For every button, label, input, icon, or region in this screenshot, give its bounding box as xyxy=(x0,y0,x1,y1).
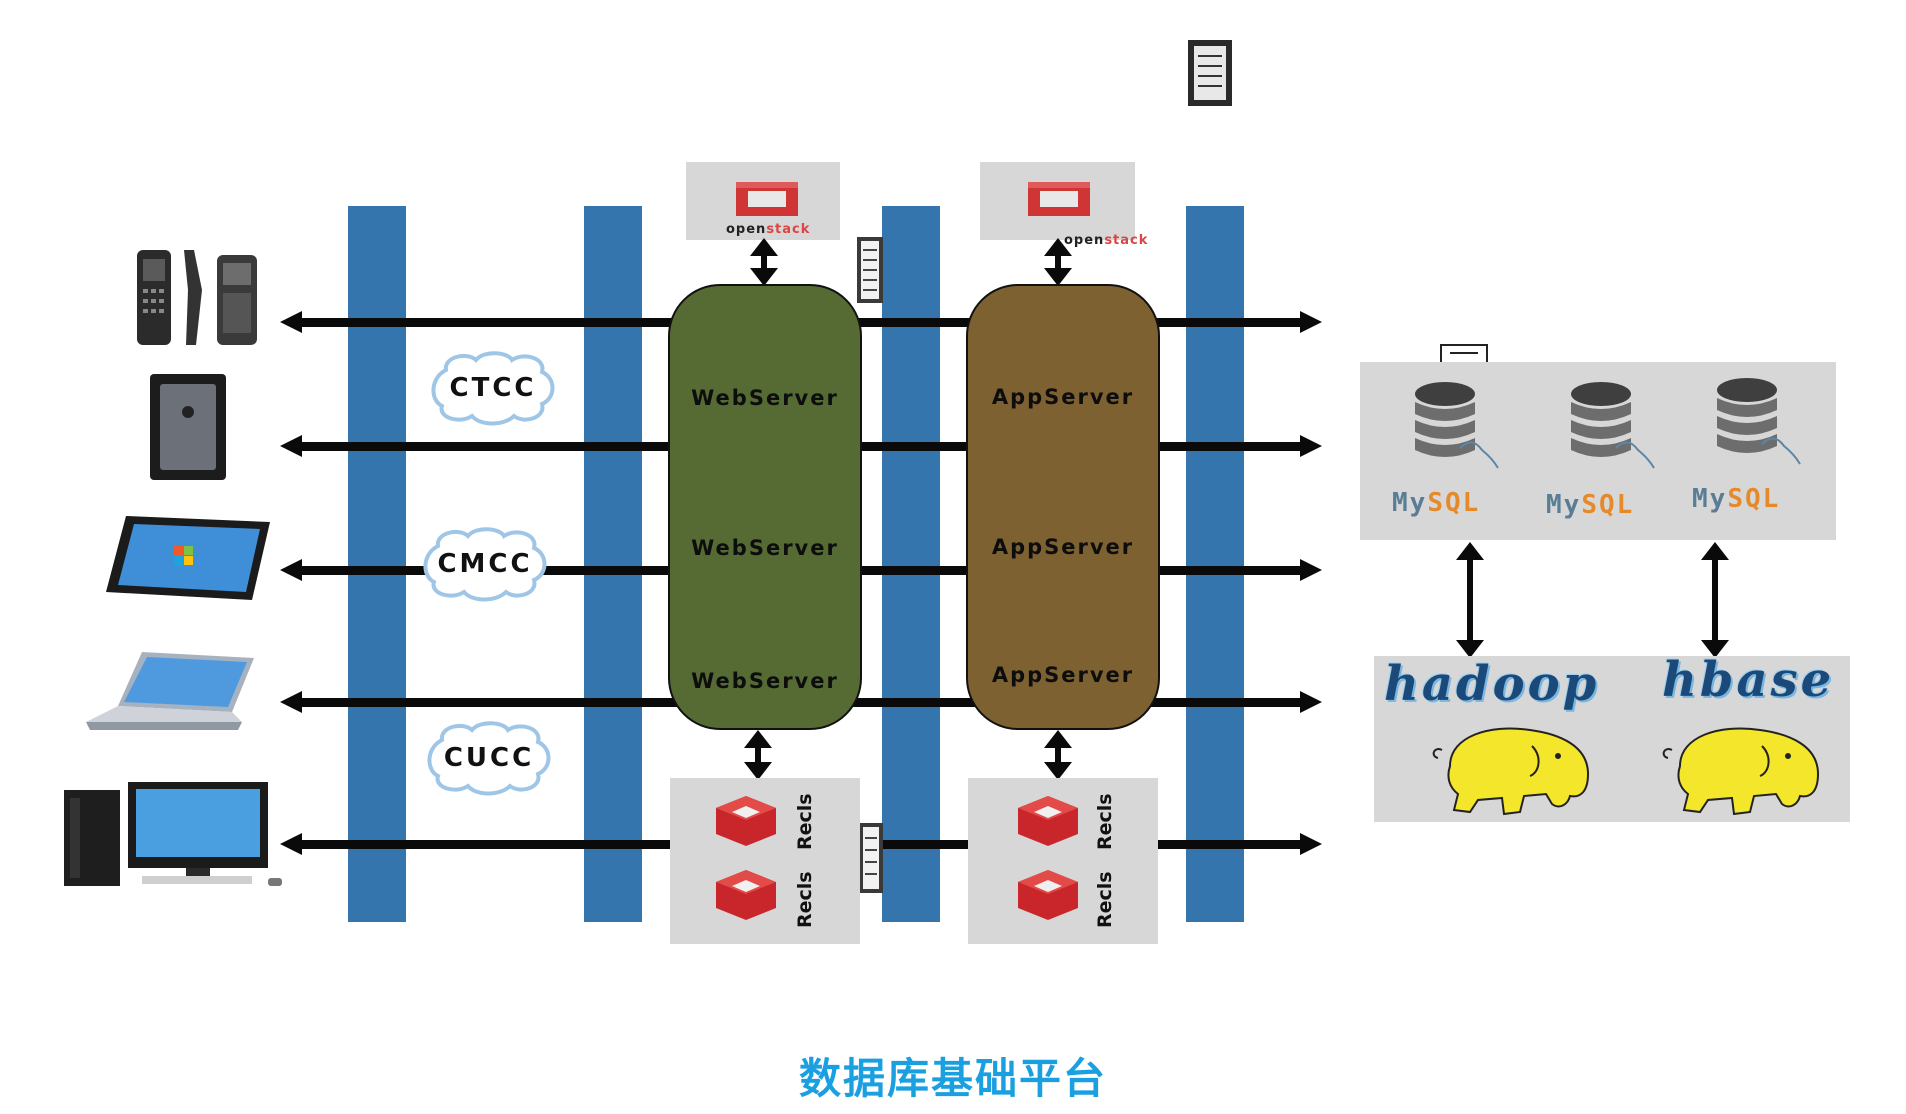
link-openstack-web xyxy=(761,254,767,276)
mysql-label: MySQL xyxy=(1546,490,1635,520)
server-rack-icon xyxy=(1440,344,1488,364)
cloud-label: CTCC xyxy=(449,373,537,403)
mysql-database-icon xyxy=(1571,382,1655,469)
openstack-label: openstack xyxy=(726,222,811,237)
arrow-down xyxy=(1701,640,1729,658)
hadoop-elephant-icon xyxy=(1662,727,1820,816)
pos-terminal-icon xyxy=(150,374,226,480)
cloud-shape-icon xyxy=(431,351,555,426)
cloud-label: CMCC xyxy=(437,549,533,579)
cache-label: Recls xyxy=(794,793,816,850)
arrow-left-2 xyxy=(280,435,302,457)
network-bar-2 xyxy=(584,206,642,922)
webserver-label: WebServer xyxy=(691,386,839,410)
hbase-label: hbase xyxy=(1662,652,1835,708)
network-bar-3 xyxy=(882,206,940,922)
arrow-up xyxy=(1044,238,1072,256)
webserver-label: WebServer xyxy=(691,536,839,560)
arrow-down xyxy=(744,762,772,780)
arrow-right-1 xyxy=(1300,311,1322,333)
cloud-ctcc: CTCC xyxy=(428,348,558,428)
arrow-left-1 xyxy=(280,311,302,333)
redis-icon xyxy=(716,870,776,920)
arrow-right-3 xyxy=(1300,559,1322,581)
arrow-up xyxy=(1456,542,1484,560)
arrow-down xyxy=(1044,268,1072,286)
link-app-cache xyxy=(1055,746,1061,766)
arrow-right-5 xyxy=(1300,833,1322,855)
webserver-label: WebServer xyxy=(691,669,839,693)
server-rack-icon xyxy=(857,237,883,303)
mysql-label: MySQL xyxy=(1692,484,1781,514)
appserver-label: AppServer xyxy=(991,663,1135,687)
arrow-up xyxy=(1044,730,1072,748)
server-rack-icon xyxy=(859,823,883,893)
arrow-up xyxy=(744,730,772,748)
cache-label: Recls xyxy=(794,871,816,928)
arrow-right-4 xyxy=(1300,691,1322,713)
appserver-label: AppServer xyxy=(991,535,1135,559)
tablet-icon xyxy=(106,516,270,600)
arrow-left-5 xyxy=(280,833,302,855)
cache-label: Recls xyxy=(1094,871,1116,928)
arrow-left-3 xyxy=(280,559,302,581)
appserver-cluster: AppServer AppServer AppServer xyxy=(966,284,1160,730)
webserver-cluster: WebServer WebServer WebServer xyxy=(668,284,862,730)
arrow-down xyxy=(750,268,778,286)
link-web-cache xyxy=(755,746,761,766)
arrow-up xyxy=(1701,542,1729,560)
link-mysql-hbase xyxy=(1712,556,1718,646)
arrow-up xyxy=(750,238,778,256)
cache-label: Recls xyxy=(1094,793,1116,850)
cloud-label: CUCC xyxy=(443,743,535,773)
redis-icon xyxy=(1018,796,1078,846)
network-bar-1 xyxy=(348,206,406,922)
network-bar-4 xyxy=(1186,206,1244,922)
hadoop-elephant-icon xyxy=(1432,727,1590,816)
cloud-cmcc: CMCC xyxy=(420,524,550,604)
link-mysql-hadoop xyxy=(1467,556,1473,646)
laptop-icon xyxy=(86,652,254,730)
handheld-terminals-icon xyxy=(137,250,257,345)
openstack-label: openstack xyxy=(1064,233,1149,248)
desktop-computer-icon xyxy=(64,782,282,886)
redis-icon xyxy=(716,796,776,846)
hadoop-label: hadoop xyxy=(1384,656,1600,712)
page-title: 数据库基础平台 xyxy=(798,1054,1107,1103)
redis-icon xyxy=(1018,870,1078,920)
arrow-down xyxy=(1044,762,1072,780)
arrow-right-2 xyxy=(1300,435,1322,457)
mysql-label: MySQL xyxy=(1392,488,1481,518)
arrow-down xyxy=(1456,640,1484,658)
cloud-shape-icon xyxy=(427,721,551,796)
cloud-shape-icon xyxy=(423,527,547,602)
mysql-database-icon xyxy=(1415,382,1499,469)
server-rack-icon xyxy=(1188,40,1232,106)
cloud-cucc: CUCC xyxy=(424,718,554,798)
appserver-label: AppServer xyxy=(991,385,1135,409)
openstack-icon xyxy=(1028,182,1090,216)
link-openstack-app xyxy=(1055,254,1061,276)
mysql-database-icon xyxy=(1717,378,1801,465)
arrow-left-4 xyxy=(280,691,302,713)
openstack-icon xyxy=(736,182,798,216)
